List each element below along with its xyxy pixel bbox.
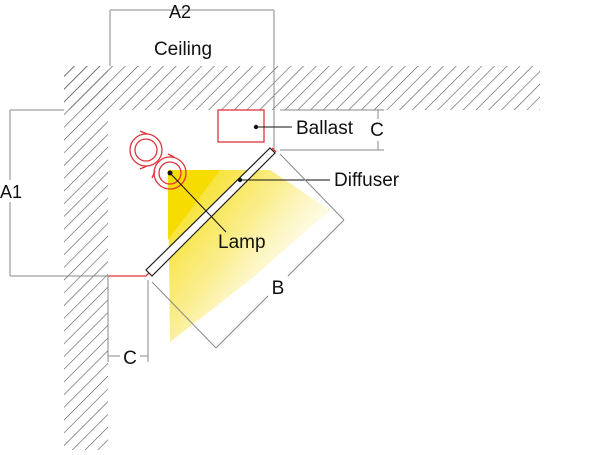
diffuser-label: Diffuser bbox=[334, 170, 400, 191]
dimension-a2: A2 bbox=[109, 2, 275, 150]
ballast-label: Ballast bbox=[296, 118, 354, 139]
dimension-c-bottom: C bbox=[107, 276, 149, 369]
dimension-a2-label: A2 bbox=[169, 2, 191, 22]
diffuser-top-mount bbox=[271, 147, 277, 153]
diffuser-panel bbox=[145, 147, 330, 277]
ballast bbox=[217, 109, 292, 143]
dimension-a1: A1 bbox=[0, 109, 108, 277]
dimension-c-top-label: C bbox=[370, 120, 384, 141]
ceiling-hatch bbox=[64, 66, 540, 110]
dimension-a1-label: A1 bbox=[0, 182, 22, 202]
dimension-c-top: C bbox=[280, 109, 388, 151]
dimension-b: B bbox=[151, 153, 345, 349]
light-beam-core bbox=[168, 170, 220, 240]
dimension-b-label: B bbox=[272, 278, 285, 299]
lamp bbox=[129, 130, 227, 233]
dimension-c-bottom-label: C bbox=[123, 348, 137, 369]
ceiling-label: Ceiling bbox=[154, 39, 212, 60]
lamp-label: Lamp bbox=[218, 232, 266, 253]
wall-hatch bbox=[64, 66, 108, 450]
